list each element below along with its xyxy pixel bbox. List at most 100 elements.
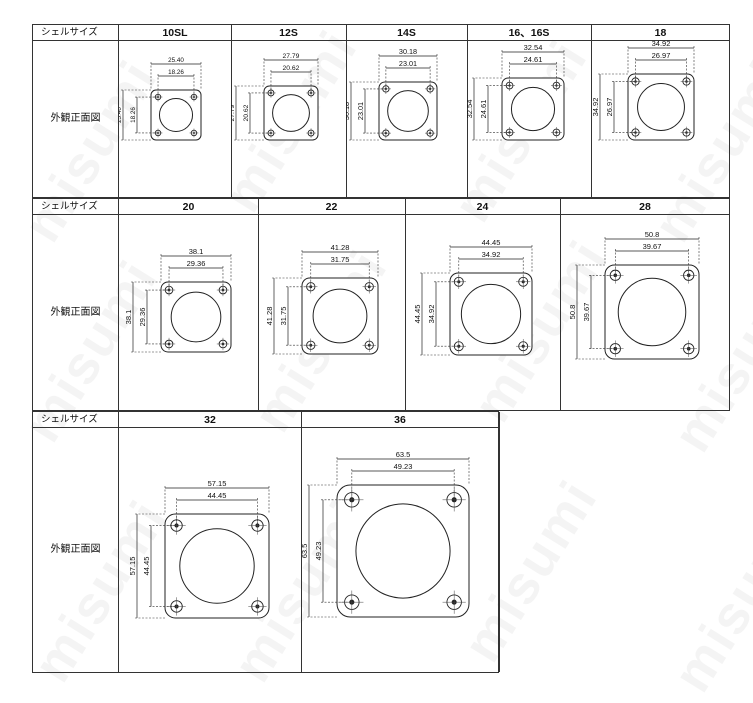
outer-width-dimension: 57.15 [208,479,227,488]
hole-pitch-width-dimension: 20.62 [283,65,300,72]
column-divider [560,199,561,410]
flange-drawing: 32.54 24.61 32.54 24.61 [465,43,565,141]
front-view-label: 外観正面図 [50,113,101,124]
shell-front-view-cell: 32.54 24.61 32.54 24.61 [465,41,591,197]
outer-height-dimension: 32.54 [467,100,474,119]
outer-height-dimension: 63.5 [301,544,309,559]
outer-height-dimension: 57.15 [128,557,137,576]
shell-size-header: 28 [560,199,730,215]
hole-pitch-height-dimension: 18.26 [130,107,137,123]
row-label-column: シェルサイズ 外観正面図 [33,199,119,410]
flange-drawing: 44.45 34.92 44.45 34.92 [413,238,533,356]
outer-width-dimension: 50.8 [645,230,660,239]
shell-size-table-row3: シェルサイズ 外観正面図 32 57.15 44.45 57.15 44.45 36 63.… [32,411,500,673]
hole-pitch-width-dimension: 23.01 [399,59,417,68]
outer-height-dimension: 27.79 [231,104,236,121]
hole-pitch-width-dimension: 18.26 [168,69,184,76]
column-divider [591,25,592,197]
shell-bore-circle [355,503,451,599]
shell-front-view-cell: 41.28 31.75 41.28 31.75 [258,215,405,410]
shell-size-header: 22 [258,199,405,215]
flange-square [263,85,319,141]
column-divider [301,412,302,672]
outer-width-dimension: 63.5 [396,450,411,459]
outer-width-dimension: 34.92 [652,41,671,48]
outer-height-dimension: 38.1 [124,310,133,325]
hole-pitch-height-dimension: 31.75 [279,307,288,326]
flange-drawing: 41.28 31.75 41.28 31.75 [265,243,379,355]
row-label-column: シェルサイズ 外観正面図 [33,25,119,197]
hole-pitch-height-dimension: 44.45 [142,557,151,576]
shell-size-table-row2: シェルサイズ 外観正面図 20 38.1 29.36 38.1 29.36 22 41.28… [32,198,730,411]
shell-bore-circle [170,291,222,343]
shell-size-header: 20 [119,199,258,215]
hole-pitch-width-dimension: 29.36 [187,259,206,268]
hole-pitch-height-dimension: 29.36 [138,308,147,327]
hole-pitch-width-dimension: 44.45 [208,491,227,500]
hole-pitch-height-dimension: 34.92 [427,305,436,324]
flange-drawing: 63.5 49.23 63.5 49.23 [300,450,470,618]
front-view-label: 外観正面図 [50,307,101,318]
hole-pitch-width-dimension: 26.97 [652,51,671,60]
outer-width-dimension: 44.45 [482,238,501,247]
flange-square [449,272,533,356]
shell-bore-circle [617,277,687,347]
shell-size-header: 18 [591,25,730,41]
shell-front-view-cell: 38.1 29.36 38.1 29.36 [119,215,258,410]
flange-square [150,89,202,141]
hole-pitch-width-dimension: 31.75 [331,255,350,264]
flange-drawing: 27.79 20.62 27.79 20.62 [229,53,319,141]
shell-size-header: 16、16S [467,25,591,41]
shell-bore-circle [158,97,194,133]
column-divider [467,25,468,197]
outer-height-dimension: 50.8 [568,305,577,320]
flange-drawing: 38.1 29.36 38.1 29.36 [124,247,232,353]
outer-height-dimension: 44.45 [413,305,422,324]
hole-pitch-width-dimension: 39.67 [643,242,662,251]
shell-bore-circle [179,528,255,604]
hole-pitch-height-dimension: 49.23 [314,542,323,561]
shell-front-view-cell: 27.79 20.62 27.79 20.62 [229,41,346,197]
shell-front-view-cell: 57.15 44.45 57.15 44.45 [119,428,301,672]
shell-size-label: シェルサイズ [33,25,118,41]
shell-front-view-cell: 63.5 49.23 63.5 49.23 [300,428,499,672]
outer-width-dimension: 41.28 [331,243,350,252]
hole-pitch-width-dimension: 49.23 [394,462,413,471]
shell-size-header: 12S [231,25,346,41]
flange-drawing: 50.8 39.67 50.8 39.67 [568,230,700,360]
shell-size-header: 24 [405,199,560,215]
hole-pitch-width-dimension: 24.61 [524,55,543,64]
shell-bore-circle [387,90,429,132]
hole-pitch-width-dimension: 34.92 [482,250,501,259]
column-divider [231,25,232,197]
front-view-label: 外観正面図 [50,544,101,555]
shell-size-header: 36 [301,412,499,428]
outer-width-dimension: 32.54 [524,43,543,52]
shell-bore-circle [460,283,522,345]
shell-front-view-cell: 50.8 39.67 50.8 39.67 [560,215,730,410]
outer-height-dimension: 25.40 [119,107,123,123]
hole-pitch-height-dimension: 24.61 [479,100,488,119]
outer-height-dimension: 41.28 [265,307,274,326]
outer-width-dimension: 38.1 [189,247,204,256]
shell-size-header: 10SL [119,25,231,41]
outer-width-dimension: 27.79 [283,53,300,60]
column-divider [405,199,406,410]
column-divider [346,25,347,197]
column-divider [499,412,500,672]
hole-pitch-height-dimension: 39.67 [582,303,591,322]
hole-pitch-height-dimension: 20.62 [243,104,250,121]
shell-size-label: シェルサイズ [33,412,118,428]
shell-bore-circle [637,83,685,131]
shell-bore-circle [272,94,310,132]
outer-width-dimension: 30.18 [399,47,417,56]
watermark: misumi [661,499,753,702]
shell-bore-circle [510,86,556,132]
shell-size-header: 32 [119,412,301,428]
flange-square [604,264,700,360]
